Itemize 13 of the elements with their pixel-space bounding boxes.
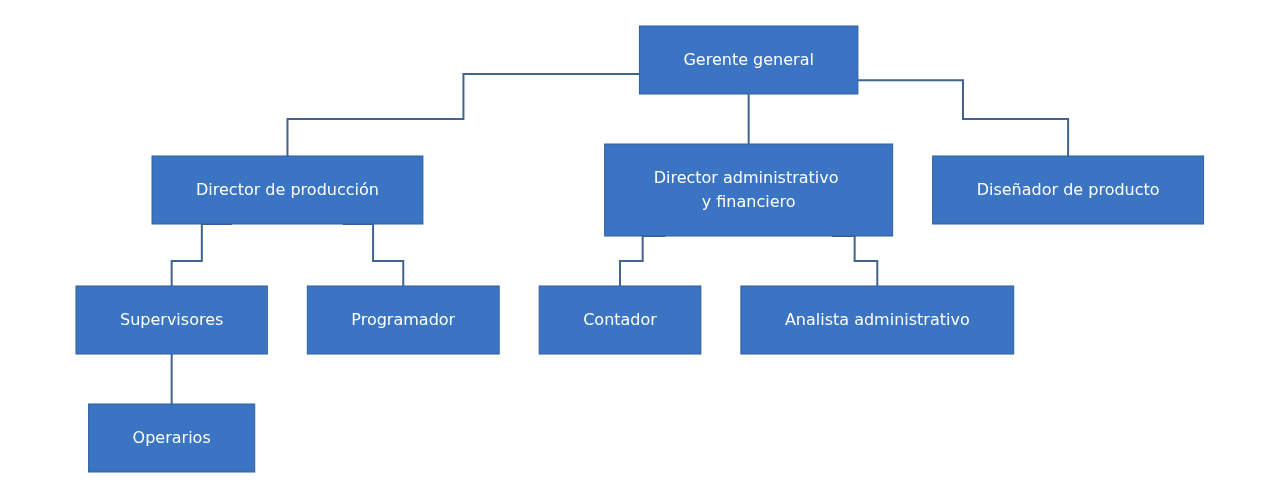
connector [747, 92, 750, 145]
node-box: Contador [538, 285, 702, 354]
connector [286, 72, 641, 157]
node-box: Operarios [87, 403, 255, 472]
connector [856, 78, 1069, 157]
connector [170, 352, 173, 405]
node-box: Gerente general [638, 25, 859, 94]
node-box: Director de producción [151, 155, 424, 224]
node-box: Analista administrativo [740, 285, 1014, 354]
node-box: Director administrativo y financiero [603, 143, 893, 236]
node-box: Supervisores [75, 285, 268, 354]
node-box: Programador [306, 285, 500, 354]
node-box: Diseñador de producto [931, 155, 1204, 224]
